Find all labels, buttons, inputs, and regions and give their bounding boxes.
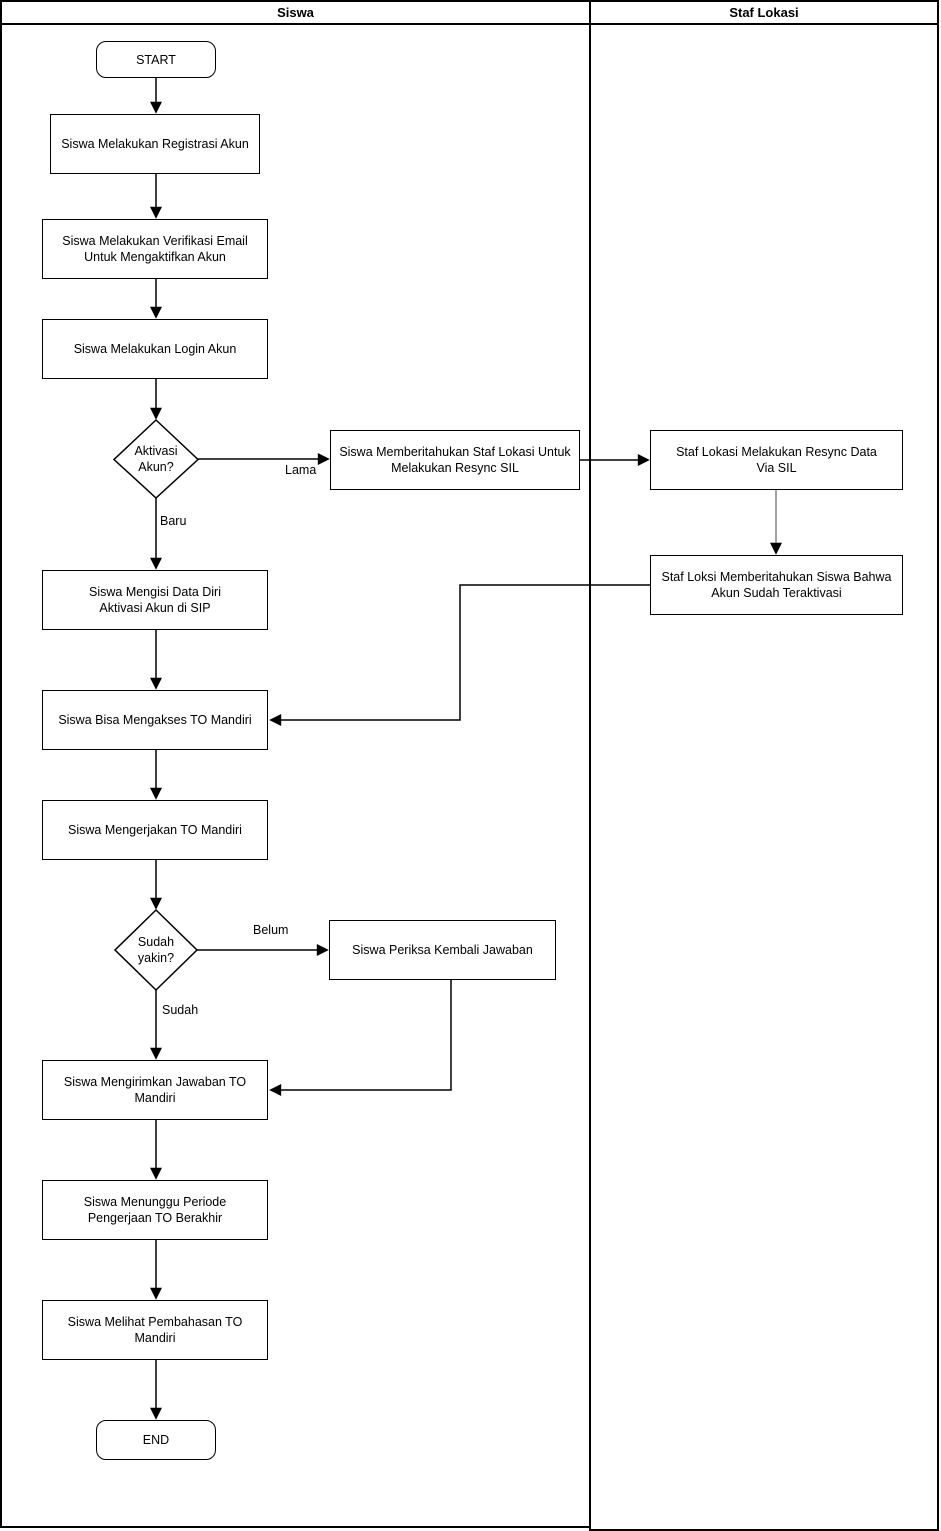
lane-title-staf-lokasi: Staf Lokasi [729, 5, 799, 20]
edge-label-belum: Belum [252, 923, 290, 937]
node-mengakses-to-mandiri[interactable]: Siswa Bisa Mengakses TO Mandiri [42, 690, 268, 750]
node-decision-sudah-yakin[interactable]: Sudah yakin? [137, 935, 175, 965]
edge-label-baru: Baru [159, 514, 188, 528]
edge-label-sudah: Sudah [161, 1003, 200, 1017]
swimlane-staf-lokasi: Staf Lokasi [589, 0, 939, 1531]
node-mengisi-data-diri[interactable]: Siswa Mengisi Data Diri Aktivasi Akun di… [42, 570, 268, 630]
node-resync-data-via-sil[interactable]: Staf Lokasi Melakukan Resync Data Via SI… [650, 430, 903, 490]
node-registrasi-akun[interactable]: Siswa Melakukan Registrasi Akun [50, 114, 260, 174]
lane-header-siswa: Siswa [2, 2, 589, 25]
node-login-akun[interactable]: Siswa Melakukan Login Akun [42, 319, 268, 379]
node-mengerjakan-to-mandiri[interactable]: Siswa Mengerjakan TO Mandiri [42, 800, 268, 860]
edge-label-lama: Lama [284, 463, 318, 477]
node-melihat-pembahasan[interactable]: Siswa Melihat Pembahasan TO Mandiri [42, 1300, 268, 1360]
node-periksa-kembali-jawaban[interactable]: Siswa Periksa Kembali Jawaban [329, 920, 556, 980]
lane-header-staf-lokasi: Staf Lokasi [591, 2, 937, 25]
node-akun-teraktivasi[interactable]: Staf Loksi Memberitahukan Siswa Bahwa Ak… [650, 555, 903, 615]
node-verifikasi-email[interactable]: Siswa Melakukan Verifikasi Email Untuk M… [42, 219, 268, 279]
node-memberitahukan-staf-lokasi[interactable]: Siswa Memberitahukan Staf Lokasi Untuk M… [330, 430, 580, 490]
lane-title-siswa: Siswa [277, 5, 314, 20]
node-menunggu-periode[interactable]: Siswa Menunggu Periode Pengerjaan TO Ber… [42, 1180, 268, 1240]
node-mengirimkan-jawaban[interactable]: Siswa Mengirimkan Jawaban TO Mandiri [42, 1060, 268, 1120]
node-end[interactable]: END [96, 1420, 216, 1460]
node-start[interactable]: START [96, 41, 216, 78]
node-decision-aktivasi-akun[interactable]: Aktivasi Akun? [134, 444, 178, 474]
